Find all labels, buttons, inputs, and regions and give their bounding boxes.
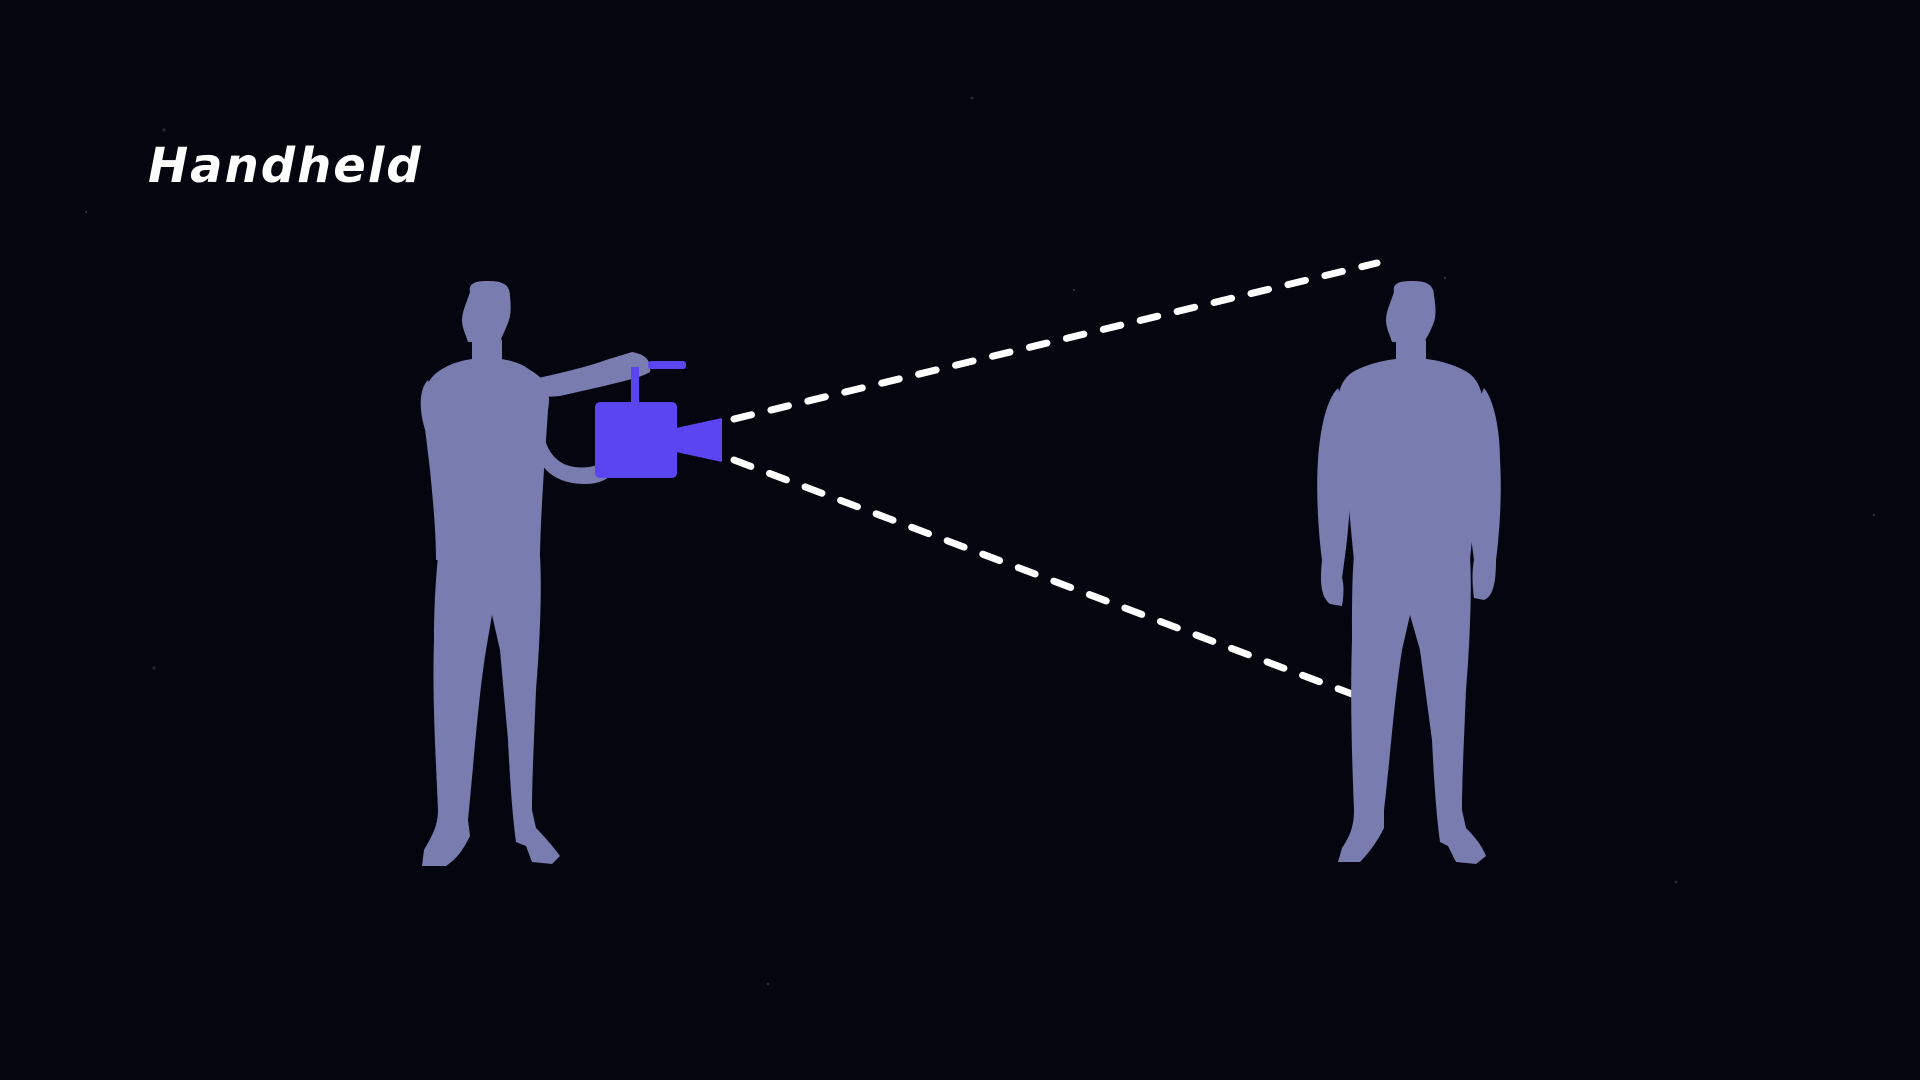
lower-sightline [730, 456, 1356, 698]
upper-sightline [730, 259, 1381, 423]
field-of-view-lines [730, 259, 1381, 698]
video-camera-icon [595, 361, 722, 478]
background-specks [84, 96, 1876, 986]
diagram-title: Handheld [148, 138, 423, 194]
camera-operator-silhouette [420, 281, 651, 866]
subject-silhouette [1317, 281, 1501, 864]
